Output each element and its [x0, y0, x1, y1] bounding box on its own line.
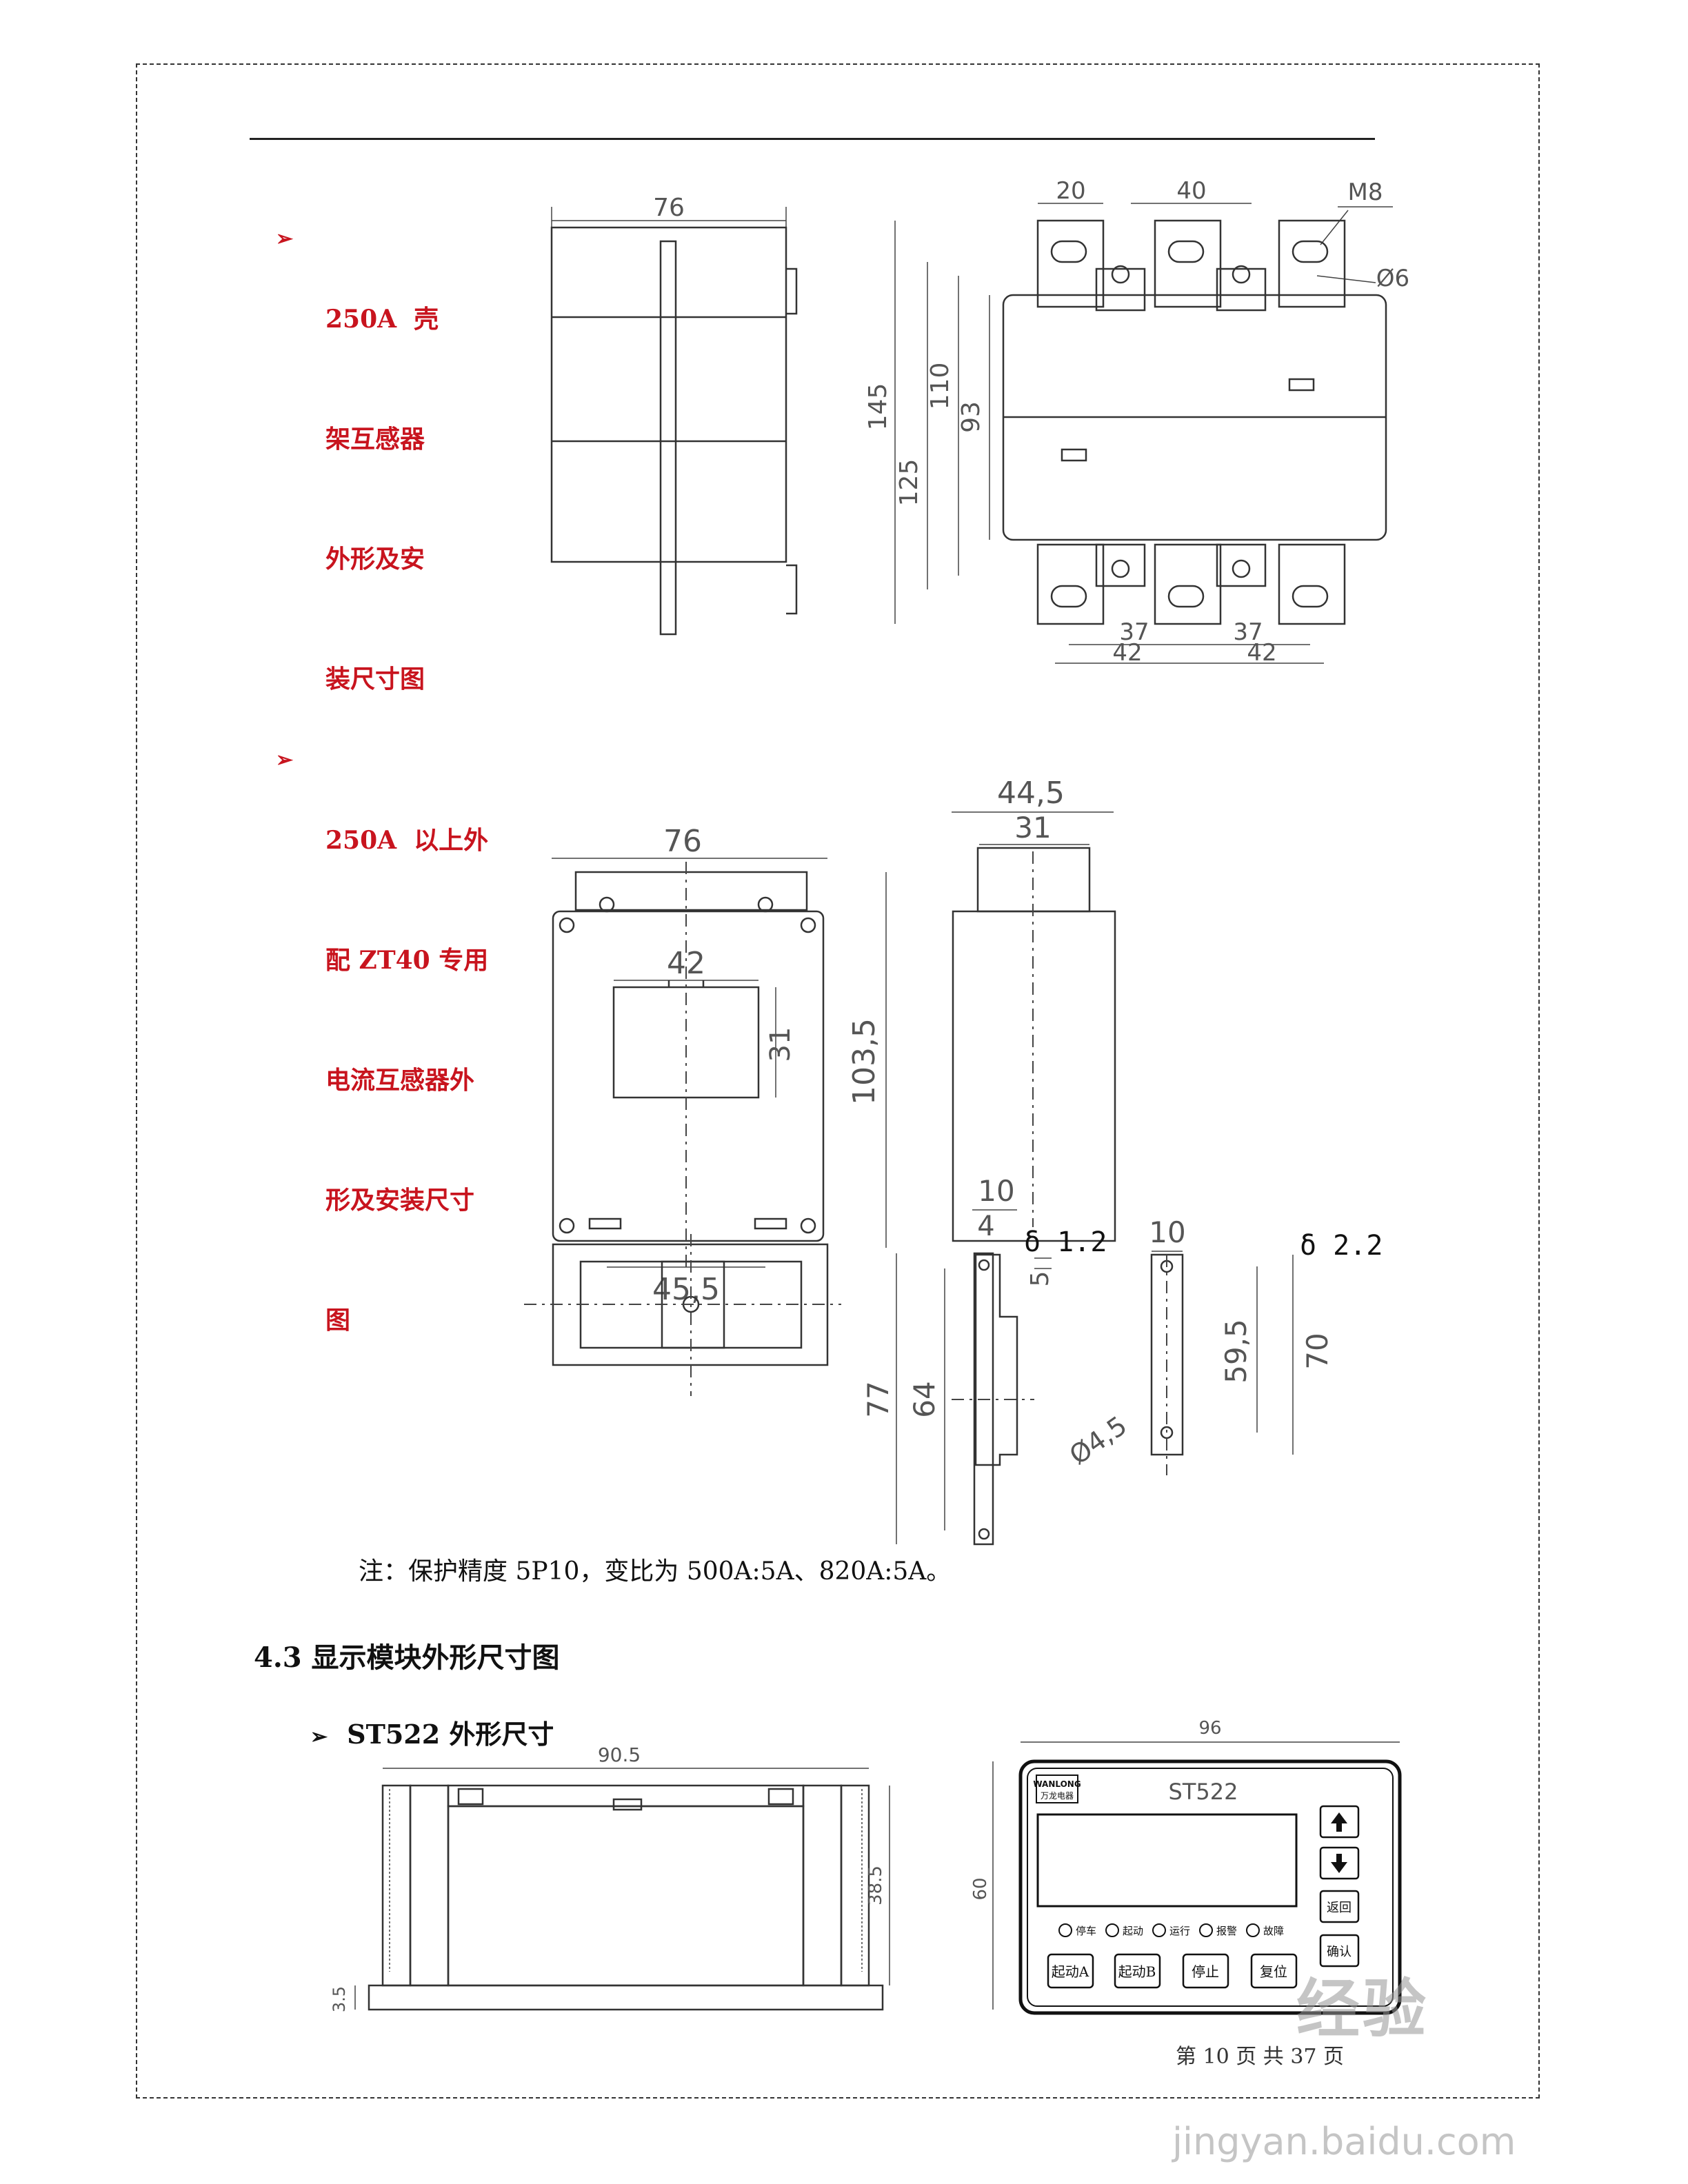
- dim-bolt-m8: M8: [1348, 179, 1383, 206]
- drawing-bracket-2: 10 δ 2.2 59,5 70 Ø4,5: [1064, 1215, 1383, 1475]
- dim-93: 93: [957, 401, 985, 433]
- drawing-zt40-front-view: 76 42 31 103,5 45,5: [552, 824, 887, 1307]
- note-text: 注：保护精度 5P10，变比为 500A:5A、820A:5A。: [359, 1557, 952, 1586]
- dim-38-5: 38.5: [865, 1866, 886, 1905]
- dim-hole-6: Ø6: [1376, 265, 1409, 292]
- bullet-line: 架互感器: [325, 425, 425, 454]
- led-label: 报警: [1216, 1925, 1237, 1937]
- dim-bk1-4: 4: [977, 1211, 994, 1242]
- drawing-st522-front-panel: 96 60 WANLONG 万龙电器 ST522 返回 确认 停车 起动 运行 …: [970, 1718, 1402, 2015]
- bullet-line: 配 ZT40 专用: [325, 946, 489, 975]
- drawing-250a-side-view: 76: [550, 194, 798, 636]
- dim-bk1-10: 10: [978, 1174, 1014, 1208]
- dim-145: 145: [864, 383, 892, 431]
- page-border: [136, 63, 1540, 2099]
- dim-side-31: 31: [1014, 811, 1051, 845]
- reset-button[interactable]: [1250, 1953, 1298, 1989]
- led-label: 停车: [1076, 1925, 1096, 1937]
- dim-44-5: 44,5: [997, 776, 1065, 811]
- dim-bk1-5: 5: [1026, 1271, 1054, 1287]
- dim-3-5: 3.5: [330, 1986, 349, 2012]
- dim-45-5: 45,5: [652, 1272, 720, 1307]
- dim-60: 60: [970, 1877, 991, 1900]
- header-rule: [250, 138, 1375, 140]
- bullet-line: 外形及安: [325, 545, 425, 574]
- brand-cn-text: 万龙电器: [1041, 1791, 1074, 1801]
- dim-31: 31: [765, 1027, 796, 1062]
- bullet-250a-housing: ➢ 250A 壳 架互感器 外形及安 装尺寸图: [276, 219, 455, 694]
- up-arrow-button[interactable]: [1319, 1805, 1360, 1839]
- start-a-label: 起动A: [1052, 1963, 1089, 1980]
- bullet-line: 电流互感器外: [325, 1066, 475, 1095]
- dim-bk2-59-5: 59,5: [1219, 1319, 1253, 1384]
- dim-side-width: 76: [653, 194, 685, 222]
- dim-bk2-70: 70: [1300, 1333, 1334, 1369]
- bullet-line: 250A 以上外: [325, 826, 489, 855]
- dim-bk1-thickness: δ 1.2: [1024, 1226, 1107, 1258]
- dim-bk2-10: 10: [1149, 1215, 1185, 1249]
- dim-40: 40: [1176, 177, 1206, 205]
- start-b-button[interactable]: [1114, 1953, 1161, 1989]
- arrow-bullet-icon: ➢: [310, 1725, 328, 1749]
- watermark-brand: 经验: [1296, 1972, 1429, 2046]
- dim-42a: 42: [1112, 639, 1142, 667]
- watermark-url: jingyan.baidu.com: [1172, 2120, 1516, 2163]
- led-label: 运行: [1169, 1925, 1190, 1937]
- return-button[interactable]: [1319, 1890, 1360, 1923]
- start-a-button[interactable]: [1047, 1953, 1094, 1989]
- drawing-zt40-side-view: 44,5 31: [952, 776, 1116, 1242]
- dim-110: 110: [926, 363, 954, 410]
- section-heading: 4.3 显示模块外形尺寸图: [254, 1641, 560, 1674]
- panel-model: ST522: [1169, 1779, 1238, 1805]
- dim-125: 125: [895, 459, 923, 507]
- lcd-screen: [1036, 1813, 1298, 1908]
- down-arrow-button[interactable]: [1319, 1846, 1360, 1880]
- confirm-button[interactable]: [1319, 1934, 1360, 1968]
- led-label: 故障: [1263, 1925, 1284, 1937]
- bullet-line: 形及安装尺寸: [325, 1186, 475, 1215]
- led-label: 起动: [1123, 1925, 1143, 1937]
- dim-bk1-77: 77: [861, 1381, 895, 1417]
- dim-bk2-thickness: δ 2.2: [1300, 1230, 1383, 1262]
- drawing-zt40-base-view: [524, 1234, 841, 1396]
- confirm-button-label: 确认: [1327, 1945, 1352, 1959]
- page-number: 第 10 页 共 37 页: [1176, 2045, 1345, 2069]
- return-button-label: 返回: [1327, 1901, 1352, 1915]
- drawing-st522-side-view: 90.5 38.5 3.5: [330, 1743, 890, 2012]
- dim-90-5: 90.5: [598, 1743, 641, 1766]
- dim-37b: 37: [1233, 618, 1263, 646]
- dim-bk2-hole: Ø4,5: [1064, 1410, 1132, 1470]
- dim-96: 96: [1198, 1718, 1221, 1739]
- start-b-label: 起动B: [1118, 1963, 1156, 1980]
- bullet-line: 装尺寸图: [325, 665, 425, 694]
- brand-logo-text: WANLONG: [1033, 1779, 1081, 1789]
- dim-76: 76: [663, 824, 702, 859]
- arrow-bullet-icon: ➢: [276, 748, 294, 772]
- bullet-line: 图: [325, 1306, 351, 1335]
- dim-42b: 42: [1247, 639, 1276, 667]
- arrow-bullet-icon: ➢: [276, 227, 294, 251]
- dim-20: 20: [1056, 177, 1085, 205]
- down-arrow-icon: [1331, 1854, 1347, 1873]
- reset-label: 复位: [1260, 1963, 1287, 1980]
- dim-bk1-64: 64: [907, 1381, 941, 1417]
- stop-label: 停止: [1192, 1963, 1219, 1980]
- st522-label-text: ST522 外形尺寸: [347, 1719, 554, 1750]
- bullet-zt40-ct: ➢ 250A 以上外 配 ZT40 专用 电流互感器外 形及安装尺寸 图: [276, 740, 496, 1335]
- st522-label: ➢ ST522 外形尺寸: [310, 1713, 554, 1751]
- up-arrow-icon: [1331, 1812, 1347, 1832]
- drawing-bracket-1: 10 4 δ 1.2 5 77 64: [861, 1174, 1107, 1546]
- led-row: 停车 起动 运行 报警 故障: [1058, 1923, 1284, 1937]
- bullet-line: 250A 壳: [325, 305, 439, 334]
- stop-button[interactable]: [1182, 1953, 1229, 1989]
- dim-37a: 37: [1119, 618, 1149, 646]
- dim-103-5: 103,5: [847, 1018, 882, 1105]
- drawing-250a-front-view: 20 40 M8 Ø6 145 125 110 93 37 37 42 42: [864, 177, 1409, 667]
